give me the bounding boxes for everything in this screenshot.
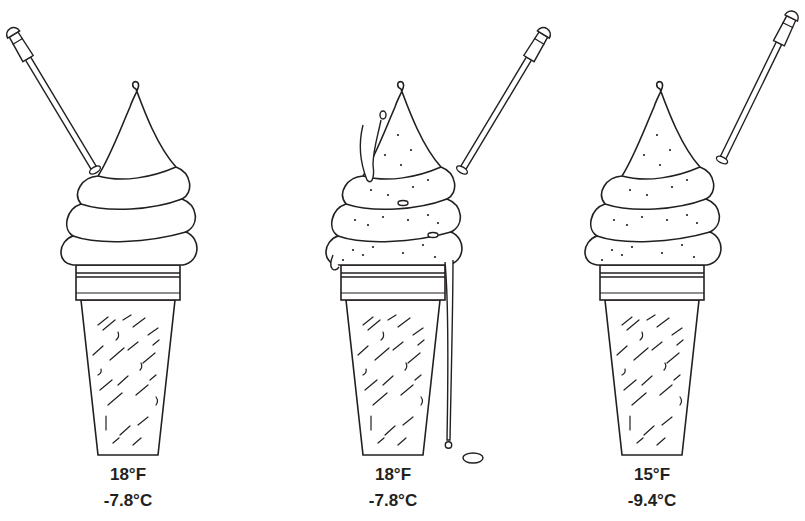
soft-serve-swirl bbox=[61, 82, 197, 265]
temperature-label: 15°F bbox=[592, 465, 712, 485]
temperature-label: 18°F bbox=[333, 465, 453, 485]
temperature-label: 18°F bbox=[68, 465, 188, 485]
waffle-cone bbox=[76, 265, 180, 455]
thermometer bbox=[454, 25, 553, 176]
temperature-label: -9.4°C bbox=[592, 491, 712, 511]
thermometer bbox=[714, 9, 800, 166]
temperature-label: -7.8°C bbox=[68, 491, 188, 511]
ice-cream-cone bbox=[326, 82, 483, 463]
waffle-cone bbox=[600, 265, 704, 455]
ice-cream-cone bbox=[61, 82, 197, 455]
soft-serve-swirl bbox=[585, 82, 721, 265]
waffle-cone bbox=[341, 265, 445, 455]
ice-cream-cone bbox=[585, 82, 721, 455]
ice-crystals bbox=[601, 134, 698, 261]
thermometer bbox=[4, 25, 103, 176]
ice-crystals bbox=[342, 134, 439, 261]
temperature-label: -7.8°C bbox=[333, 491, 453, 511]
soft-serve-swirl bbox=[326, 82, 462, 265]
melt-drips bbox=[331, 111, 483, 463]
